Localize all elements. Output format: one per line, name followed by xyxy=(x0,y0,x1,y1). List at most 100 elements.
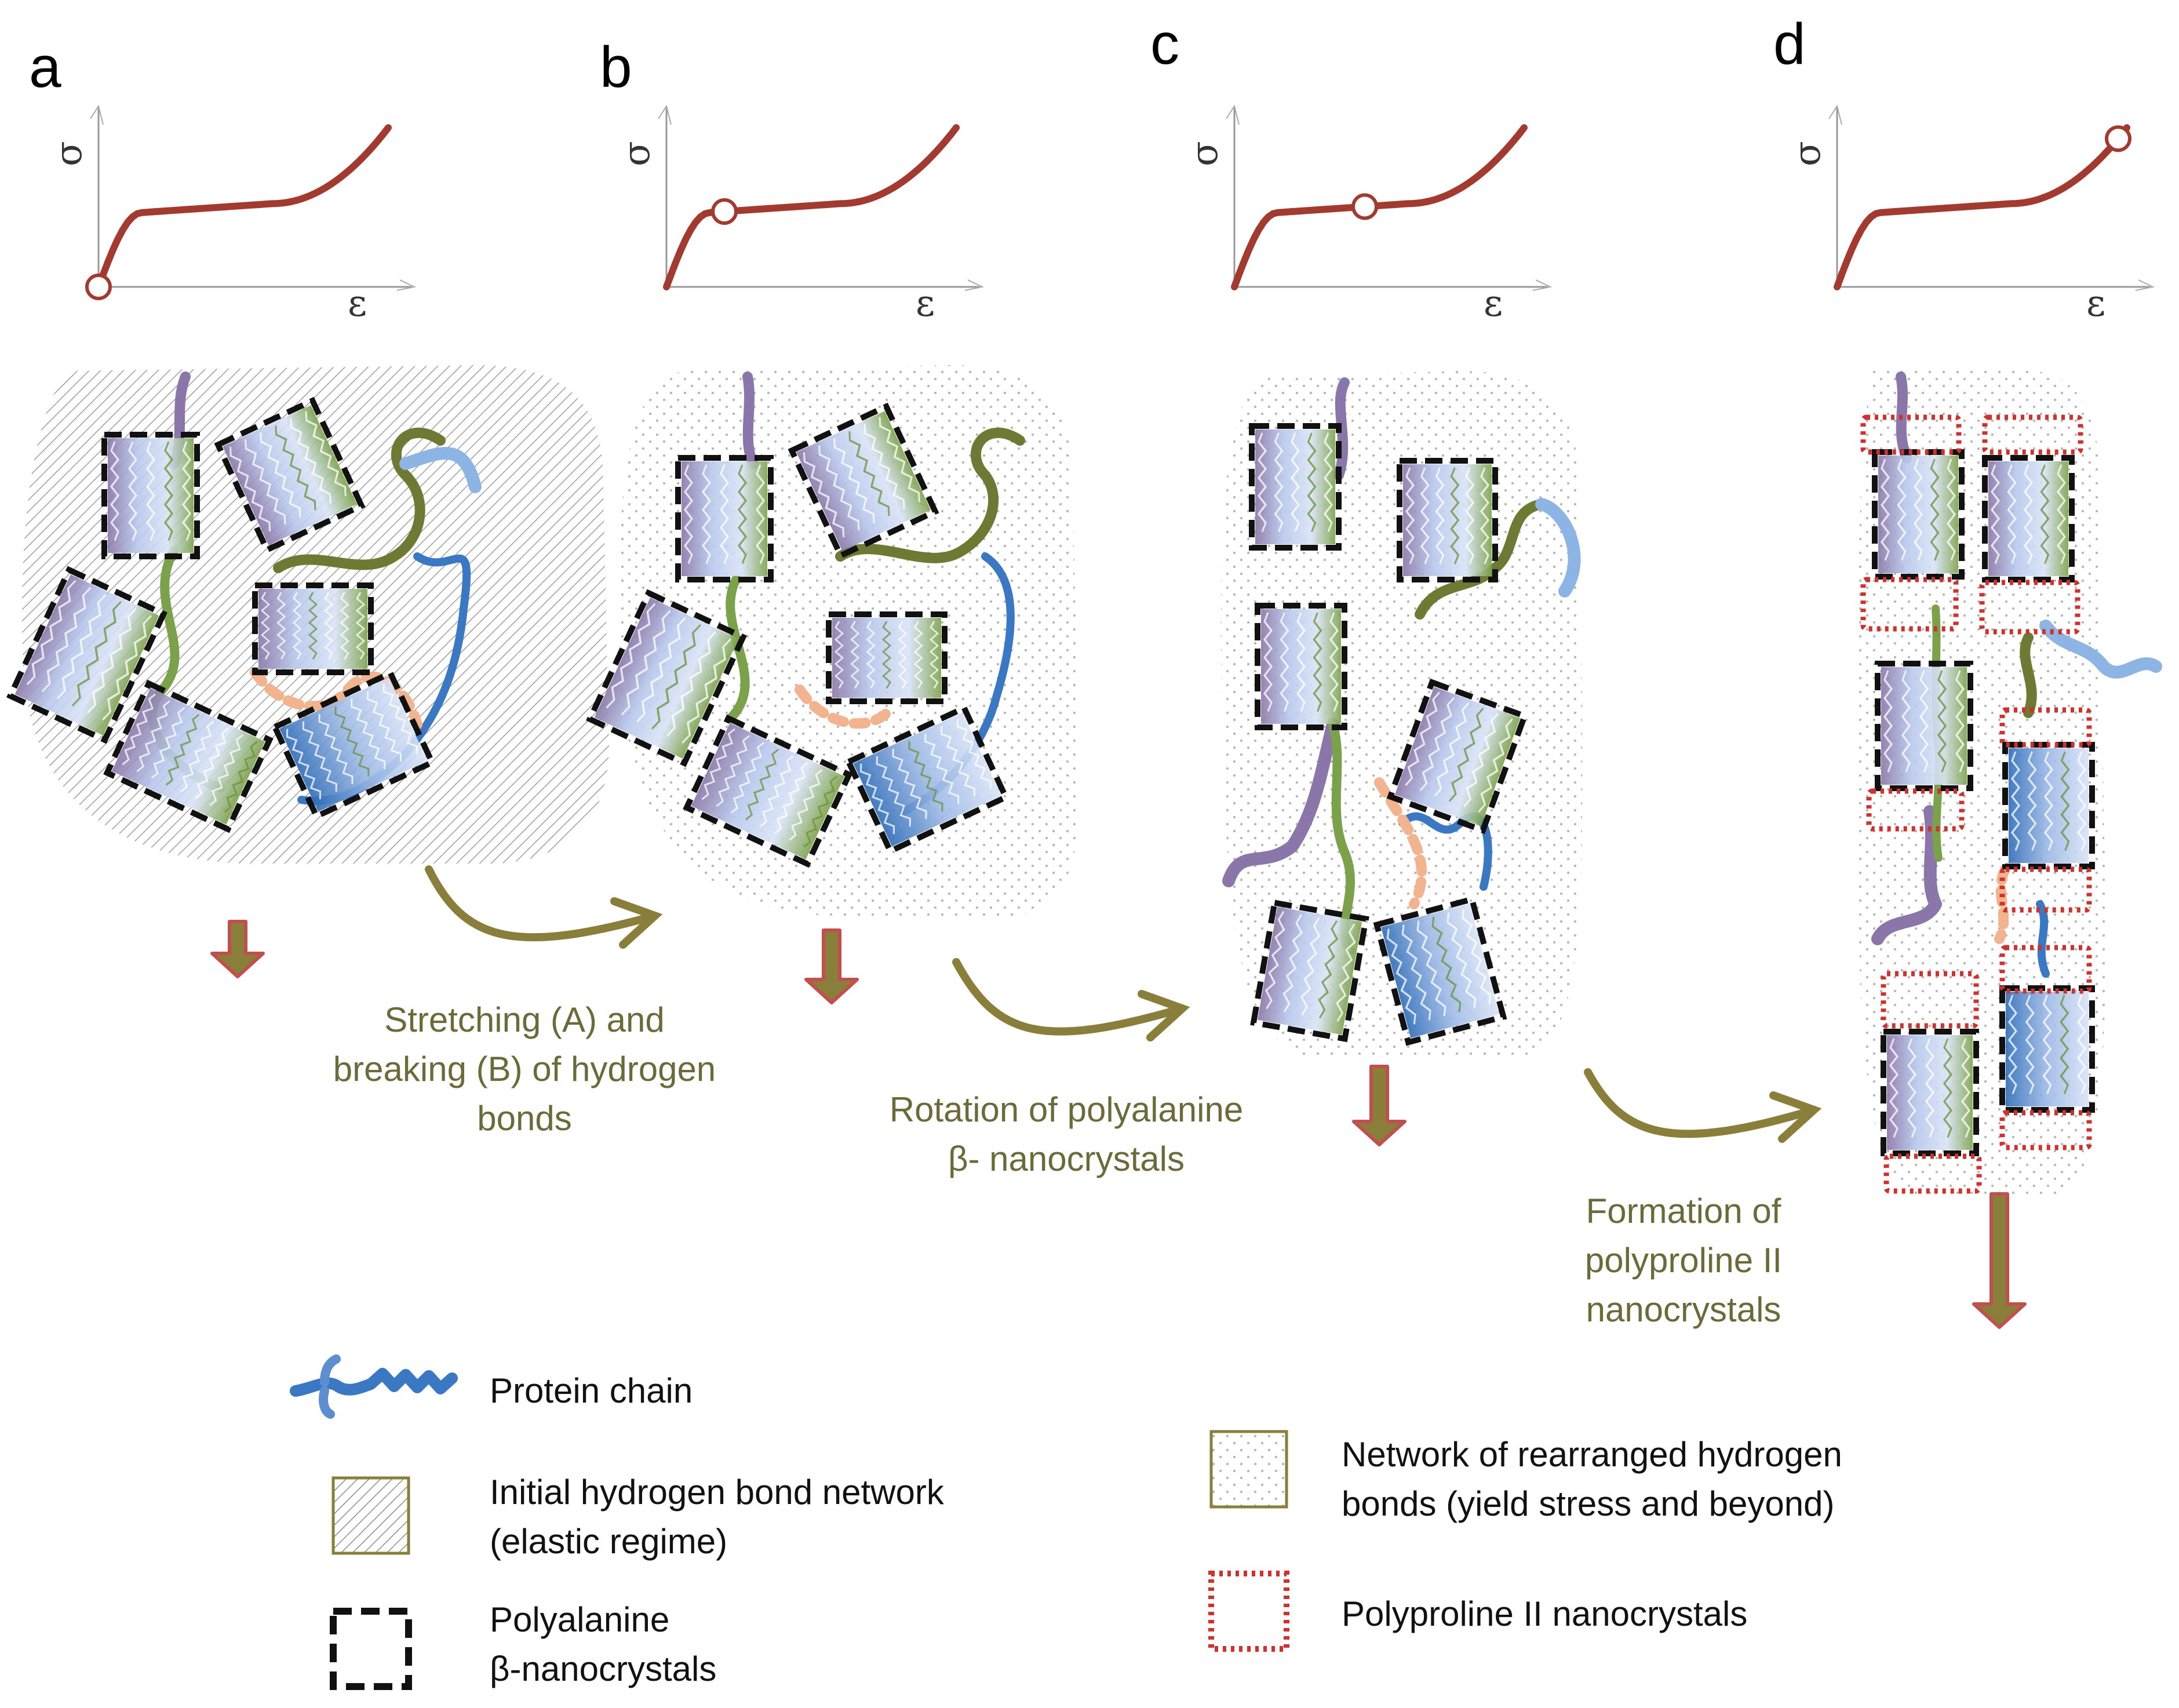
state-marker xyxy=(85,274,112,300)
panel-letter-b: b xyxy=(600,35,632,100)
legend-protein-chain-label: Protein chain xyxy=(490,1371,693,1410)
polyalanine-crystal xyxy=(1250,899,1369,1043)
down-arrow-icon xyxy=(1972,1192,2027,1329)
legend-initial-network-line-1: Initial hydrogen bond network xyxy=(490,1473,945,1512)
load-arrows xyxy=(210,920,2027,1329)
polyalanine-crystal xyxy=(1255,603,1347,730)
transition-arrow-2-head xyxy=(1138,990,1190,1041)
polyalanine-crystal xyxy=(1881,1029,1979,1156)
legend-polyalanine-line-2: β-nanocrystals xyxy=(490,1649,716,1688)
caption-3-line-1: Formation of xyxy=(1586,1192,1781,1230)
state-marker xyxy=(711,198,738,225)
dotted-swatch-icon xyxy=(1209,1430,1288,1509)
y-axis-label: σ xyxy=(48,141,90,166)
stress-strain-curve xyxy=(1834,124,2130,290)
stress-strain-plot-b: σε xyxy=(615,104,985,325)
polyproline-nanocrystals xyxy=(1860,414,2092,1194)
stress-strain-curve xyxy=(663,124,960,290)
caption-2-line-2: β- nanocrystals xyxy=(948,1139,1185,1178)
caption-2-line-1: Rotation of polyalanine xyxy=(890,1090,1243,1129)
state-marker xyxy=(2105,125,2131,152)
y-axis-arrow-icon xyxy=(1828,104,1842,125)
polyproline-box xyxy=(1881,971,1979,1029)
polyalanine-crystal xyxy=(101,432,200,559)
x-axis-arrow-icon xyxy=(964,279,985,291)
polyalanine-crystal xyxy=(1982,455,2075,582)
polyalanine-crystal xyxy=(1999,985,2095,1113)
legend-rearranged-network-line-1: Network of rearranged hydrogen xyxy=(1342,1435,1842,1474)
polyproline-box xyxy=(1866,788,1965,832)
down-arrow-icon xyxy=(210,920,265,978)
polyalanine-nanocrystals xyxy=(6,396,2095,1156)
y-axis-arrow-icon xyxy=(90,104,104,125)
polyproline-box xyxy=(1999,1110,2092,1150)
polyalanine-crystal xyxy=(683,714,853,868)
panel-letter-c: c xyxy=(1150,12,1179,77)
polyalanine-crystal xyxy=(826,611,948,704)
x-axis-arrow-icon xyxy=(2135,279,2155,291)
polyalanine-crystal xyxy=(1249,423,1342,551)
transition-arrow-2 xyxy=(952,958,1186,1036)
polyalanine-crystal xyxy=(103,679,274,833)
legend-rearranged-network: Network of rearranged hydrogen bonds (yi… xyxy=(1209,1430,1842,1523)
stress-strain-plot-a: σε xyxy=(48,104,417,325)
polyalanine-crystal xyxy=(214,396,366,554)
state-marker xyxy=(1351,193,1378,220)
hatched-swatch-icon xyxy=(331,1476,410,1555)
stress-strain-curve xyxy=(95,124,392,290)
y-axis-label: σ xyxy=(1786,141,1829,166)
transition-caption-1: Stretching (A) and breaking (B) of hydro… xyxy=(333,1000,716,1138)
y-axis-label: σ xyxy=(615,141,658,166)
caption-1-line-1: Stretching (A) and xyxy=(384,1000,665,1039)
polyproline-box xyxy=(1883,1153,1982,1194)
polyalanine-crystal xyxy=(1386,678,1529,835)
caption-1-line-2: breaking (B) of hydrogen xyxy=(333,1050,716,1088)
polyalanine-crystal xyxy=(675,455,774,582)
polyproline-box xyxy=(1982,414,2083,455)
legend-polyproline: Polyproline II nanocrystals xyxy=(1208,1571,1747,1652)
legend-rearranged-network-line-2: bonds (yield stress and beyond) xyxy=(1342,1484,1835,1523)
x-axis-arrow-icon xyxy=(396,279,417,291)
legend: Protein chain Initial hydrogen bond netw… xyxy=(290,1354,1842,1690)
polyproline-box xyxy=(1999,707,2092,748)
transition-arrow-1-head xyxy=(610,897,663,949)
caption-3-line-3: nanocrystals xyxy=(1586,1290,1781,1329)
legend-protein-chain: Protein chain xyxy=(290,1354,693,1419)
protein-chain-icon xyxy=(290,1368,458,1397)
stress-strain-plot-d: σε xyxy=(1786,104,2155,325)
x-axis-label: ε xyxy=(1484,282,1503,325)
polyproline-box xyxy=(1860,414,1962,455)
legend-polyalanine-line-1: Polyalanine xyxy=(490,1600,669,1639)
down-arrow-icon xyxy=(804,928,859,1004)
polyalanine-crystal xyxy=(788,402,939,560)
panel-letter-d: d xyxy=(1773,12,1806,77)
polyalanine-crystal xyxy=(6,566,167,744)
transition-arrow-1 xyxy=(425,865,659,942)
down-arrow-icon xyxy=(1352,1065,1406,1146)
polyalanine-crystal xyxy=(2002,742,2095,869)
polyalanine-crystal xyxy=(252,582,374,675)
y-axis-arrow-icon xyxy=(658,104,672,125)
transition-caption-2: Rotation of polyalanine β- nanocrystals xyxy=(890,1090,1243,1178)
polyproline-box xyxy=(1999,866,2092,913)
polyalanine-crystal xyxy=(1397,458,1498,582)
polyalanine-crystal xyxy=(271,669,436,821)
stress-strain-curve xyxy=(1231,124,1528,290)
polyproline-box xyxy=(1979,580,2080,635)
legend-initial-network: Initial hydrogen bond network (elastic r… xyxy=(331,1473,945,1561)
red-dotted-box-icon xyxy=(1208,1571,1289,1652)
transition-arrows xyxy=(425,865,1822,1143)
polyalanine-crystal xyxy=(844,704,1010,855)
panel-letter-a: a xyxy=(29,35,61,100)
legend-initial-network-line-2: (elastic regime) xyxy=(490,1522,727,1561)
transition-arrow-3 xyxy=(1584,1068,1818,1138)
x-axis-label: ε xyxy=(2086,282,2105,325)
legend-polyalanine: Polyalanine β-nanocrystals xyxy=(330,1600,716,1690)
caption-1-line-3: bonds xyxy=(477,1099,571,1138)
y-axis-arrow-icon xyxy=(1226,104,1240,125)
polyalanine-crystal xyxy=(1872,449,1965,580)
polyalanine-crystal xyxy=(1875,661,1973,791)
x-axis-arrow-icon xyxy=(1532,279,1553,291)
transition-caption-3: Formation of polyproline II nanocrystals xyxy=(1585,1192,1782,1329)
